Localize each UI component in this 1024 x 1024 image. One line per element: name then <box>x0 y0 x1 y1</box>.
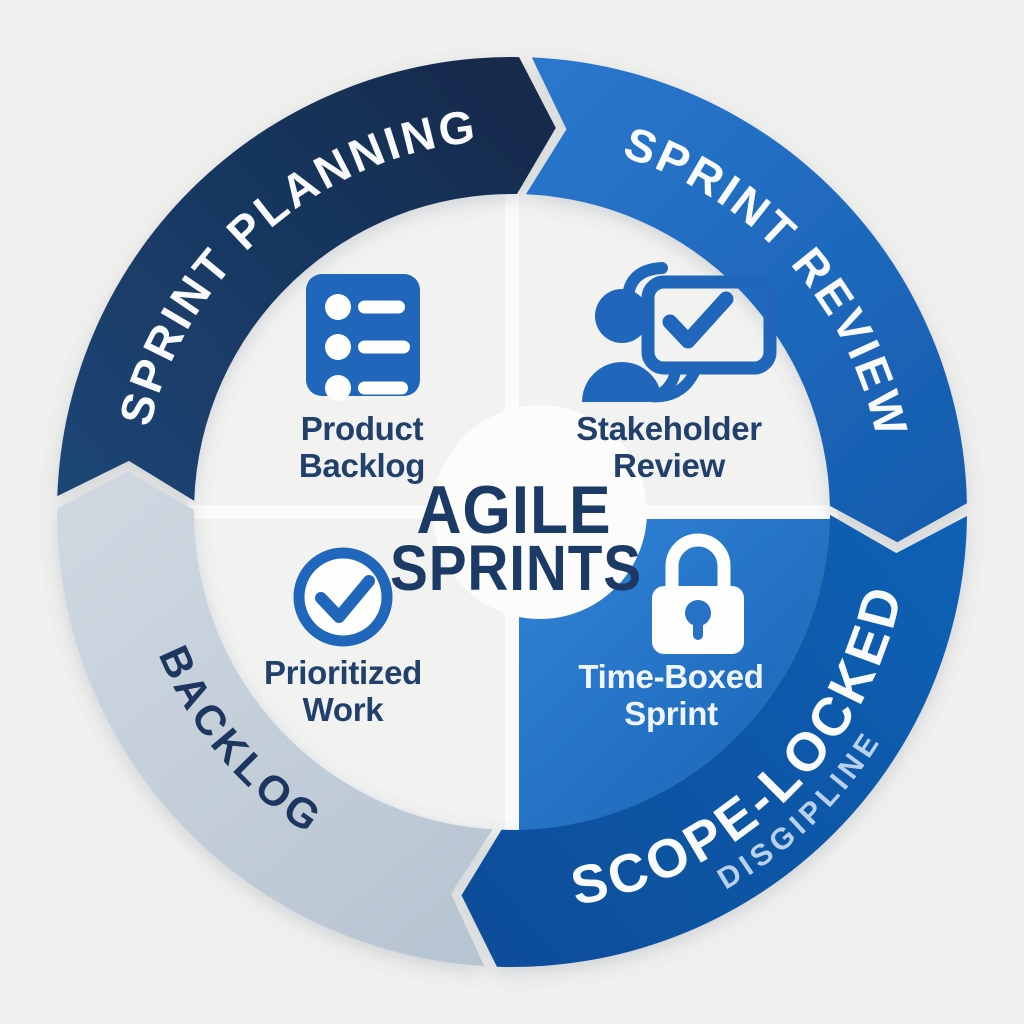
stakeholder-review-label-line2: Review <box>613 447 726 484</box>
segment-backlog <box>56 471 493 967</box>
quadrant-stakeholder-review: Stakeholder Review <box>576 262 777 484</box>
product-backlog-label-line1: Product <box>301 410 424 447</box>
time-boxed-sprint-label-line2: Sprint <box>624 695 718 732</box>
prioritized-work-label-line2: Work <box>303 691 385 728</box>
center-title-line2: SPRINTS <box>390 532 642 604</box>
center-scallop <box>433 405 647 619</box>
quadrant-product-backlog: Product Backlog <box>299 274 425 484</box>
segment-sprint-review <box>525 57 967 543</box>
circle-check-icon <box>293 547 393 647</box>
center-title: AGILE SPRINTS <box>390 472 642 604</box>
prioritized-work-label-line1: Prioritized <box>264 654 422 691</box>
list-icon <box>306 274 420 401</box>
lock-icon <box>652 533 744 654</box>
person-chat-check-icon <box>582 262 777 403</box>
cycle-ring <box>56 57 967 967</box>
stakeholder-review-label-line1: Stakeholder <box>576 410 762 447</box>
quadrant-prioritized-work: Prioritized Work <box>264 547 422 728</box>
product-backlog-label-line2: Backlog <box>299 447 425 484</box>
segment-sprint-planning <box>57 57 556 501</box>
center-title-line1: AGILE <box>417 472 612 548</box>
time-boxed-sprint-label-line1: Time-Boxed <box>578 658 763 695</box>
segment-scope-locked <box>461 514 967 967</box>
quadrant-time-boxed-sprint: Time-Boxed Sprint <box>578 533 764 732</box>
